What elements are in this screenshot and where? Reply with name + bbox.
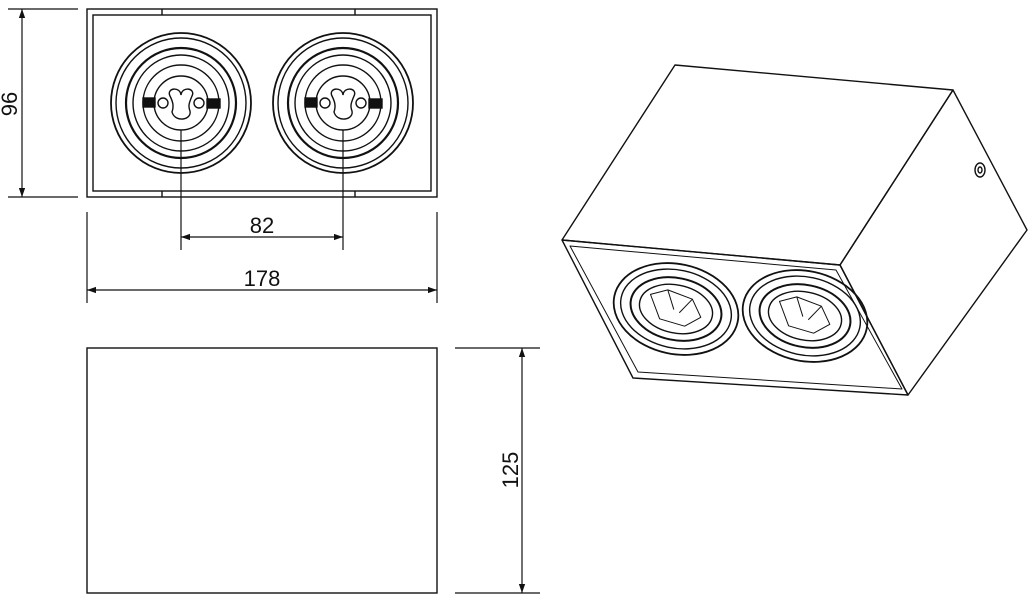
front-view bbox=[86, 8, 438, 198]
iso-lamp-left bbox=[612, 262, 740, 356]
dimension-depth-label: 125 bbox=[498, 452, 523, 489]
isometric-view bbox=[561, 64, 1028, 396]
dimension-height bbox=[8, 8, 78, 198]
iso-side-face bbox=[839, 89, 1028, 396]
iso-screw bbox=[974, 162, 986, 178]
iso-lamp-right bbox=[741, 269, 869, 363]
front-view-inner-frame bbox=[92, 14, 432, 192]
front-view-outline bbox=[86, 8, 438, 198]
dimension-spacing-label: 82 bbox=[250, 213, 274, 238]
dimension-spacing bbox=[180, 130, 344, 250]
iso-front-face bbox=[561, 239, 909, 396]
dimension-width-label: 178 bbox=[244, 266, 281, 291]
dimension-depth bbox=[455, 347, 540, 594]
dimension-height-label: 96 bbox=[0, 92, 22, 116]
side-view-outline bbox=[86, 347, 438, 594]
iso-top-face bbox=[561, 64, 954, 266]
lamp-socket-left bbox=[110, 32, 252, 174]
dimension-width bbox=[86, 212, 438, 303]
